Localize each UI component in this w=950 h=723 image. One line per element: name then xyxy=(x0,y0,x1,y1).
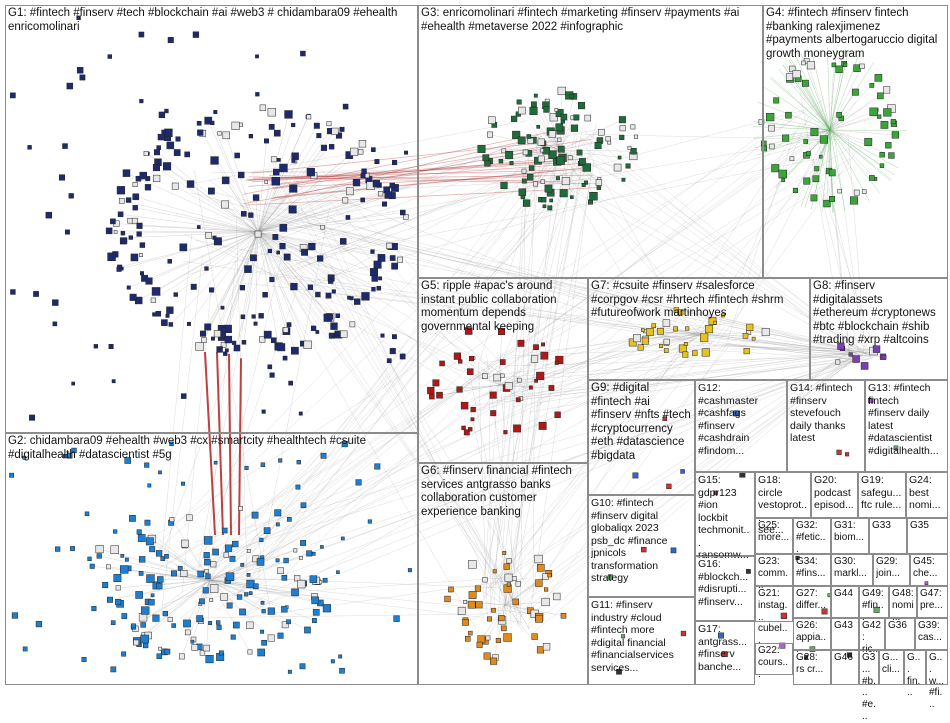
group-g39: G39: cas... xyxy=(915,618,948,650)
group-g11: G11: #finserv industry #cloud #fintech m… xyxy=(588,597,695,685)
group-g48: G48: nomi... xyxy=(889,586,917,618)
group-g36: G36 xyxy=(885,618,915,650)
group-label: G15: gdpr123 #ion lockbit techmonit... r… xyxy=(698,474,752,562)
group-g5: G5: ripple #apac's around instant public… xyxy=(418,278,588,463)
group-label: G... w... #fi... xyxy=(929,652,945,711)
group-label: G6: #finserv financial #fintech services… xyxy=(421,465,585,519)
group-g7: G7: #csuite #finserv #salesforce #corpgo… xyxy=(588,278,810,380)
group-g25: G25: more... xyxy=(755,518,793,554)
group-g19: G19: safegu... ftc rule... xyxy=(858,472,906,518)
group-g44: G44 xyxy=(831,586,859,618)
group-label: G21: instag... cubel... xyxy=(758,588,790,647)
group-label: G34: #fins... xyxy=(796,556,828,580)
group-label: G8: #finserv #digitalassets #ethereum #c… xyxy=(813,280,945,348)
group-label: G35 xyxy=(910,520,945,532)
group-label: G1: #fintech #finserv #tech #blockchain … xyxy=(8,7,415,34)
group-label: G31: biom... xyxy=(834,520,866,544)
group-label: G32: #fetic... xyxy=(796,520,828,555)
group-label: G43 xyxy=(834,620,856,632)
group-g24: G24: best nomi... xyxy=(906,472,948,518)
group-label: G47: pre... xyxy=(920,588,945,612)
group-gcli: G... cli... xyxy=(879,650,904,685)
group-gfin: G... fin... xyxy=(904,650,926,685)
group-g22: G22: cours... xyxy=(755,643,793,675)
group-label: G9: #digital #fintech #ai #finserv #nfts… xyxy=(591,382,692,464)
group-label: G... fin... xyxy=(907,652,923,699)
group-g33: G33 xyxy=(869,518,907,554)
group-label: G16: #blockch... #disrupti... #finserv..… xyxy=(698,558,752,608)
group-g3: G3: enricomolinari #fintech #marketing #… xyxy=(418,5,763,278)
group-g4: G4: #fintech #finserv fintech #banking r… xyxy=(763,5,948,278)
group-g21: G21: instag... cubel... xyxy=(755,586,793,622)
group-g34: G34: #fins... xyxy=(793,554,831,586)
group-label: G12: #cashmaster #cashfags #finserv #cas… xyxy=(698,382,784,457)
group-g20: G20: podcast episod... xyxy=(811,472,858,518)
group-label: G17: antgrass... #finserv banche... xyxy=(698,623,752,673)
group-label: G27: differ... xyxy=(796,588,828,612)
group-g12: G12: #cashmaster #cashfags #finserv #cas… xyxy=(695,380,787,472)
group-label: G13: #fintech fintech #finserv daily lat… xyxy=(868,382,945,457)
group-label: G28: rs cr... xyxy=(796,652,828,676)
group-label: G29: join... xyxy=(876,556,907,580)
group-label: G14: #fintech #finserv stevefouch daily … xyxy=(790,382,862,445)
group-g30: G30: markl... xyxy=(831,554,873,586)
group-g26: G26: appia... xyxy=(793,618,831,650)
group-label: G24: best nomi... xyxy=(909,474,945,512)
group-label: G4: #fintech #finserv fintech #banking r… xyxy=(766,7,945,61)
group-label: G44 xyxy=(834,588,856,600)
group-g2: G2: chidambara09 #ehealth #web3 #cx #sma… xyxy=(5,433,418,685)
group-g16: G16: #blockch... #disrupti... #finserv..… xyxy=(695,556,755,621)
group-label: G33 xyxy=(872,520,904,532)
group-label: G19: safegu... ftc rule... xyxy=(861,474,903,512)
group-label: G22: cours... xyxy=(758,645,790,680)
group-g17: G17: antgrass... #finserv banche... xyxy=(695,621,755,685)
group-label: G3: enricomolinari #fintech #marketing #… xyxy=(421,7,760,34)
group-g3x: G3... #b... #e... xyxy=(859,650,879,685)
group-g45: G45: che... xyxy=(910,554,948,586)
group-g31: G31: biom... xyxy=(831,518,869,554)
group-g28: G28: rs cr... xyxy=(793,650,831,685)
group-label: G39: cas... xyxy=(918,620,945,644)
group-g43: G43 xyxy=(831,618,859,650)
group-g14: G14: #fintech #finserv stevefouch daily … xyxy=(787,380,865,472)
group-label: G2: chidambara09 #ehealth #web3 #cx #sma… xyxy=(8,435,415,462)
group-g18: G18: circle vestoprot... see... xyxy=(755,472,811,518)
group-label: G... cli... xyxy=(882,652,901,676)
group-g1: G1: #fintech #finserv #tech #blockchain … xyxy=(5,5,418,433)
group-label: G36 xyxy=(888,620,912,632)
group-g29: G29: join... xyxy=(873,554,910,586)
group-g15: G15: gdpr123 #ion lockbit techmonit... r… xyxy=(695,472,755,556)
group-g32: G32: #fetic... xyxy=(793,518,831,554)
group-label: G7: #csuite #finserv #salesforce #corpgo… xyxy=(591,280,807,321)
group-label: G3... #b... #e... xyxy=(862,652,876,723)
group-gw: G... w... #fi... xyxy=(926,650,948,685)
group-label: G25: more... xyxy=(758,520,790,544)
group-label: G46 xyxy=(834,652,856,664)
group-g23: G23: comm... xyxy=(755,554,793,586)
group-g13: G13: #fintech fintech #finserv daily lat… xyxy=(865,380,948,472)
group-g42: G42: ric... xyxy=(859,618,885,650)
group-label: G11: #finserv industry #cloud #fintech m… xyxy=(591,599,692,674)
group-g47: G47: pre... xyxy=(917,586,948,618)
group-g8: G8: #finserv #digitalassets #ethereum #c… xyxy=(810,278,948,380)
group-label: G45: che... xyxy=(913,556,945,580)
group-label: G10: #fintech #finserv digital globaliqx… xyxy=(591,497,692,585)
group-label: G20: podcast episod... xyxy=(814,474,855,512)
group-g35: G35 xyxy=(907,518,948,554)
group-label: G5: ripple #apac's around instant public… xyxy=(421,280,585,334)
group-g27: G27: differ... xyxy=(793,586,831,618)
group-g6: G6: #finserv financial #fintech services… xyxy=(418,463,588,685)
group-g10: G10: #fintech #finserv digital globaliqx… xyxy=(588,495,695,597)
group-g46: G46 xyxy=(831,650,859,685)
group-g49: G49: #fin... xyxy=(859,586,889,618)
group-label: G30: markl... xyxy=(834,556,870,580)
group-g9: G9: #digital #fintech #ai #finserv #nfts… xyxy=(588,380,695,495)
